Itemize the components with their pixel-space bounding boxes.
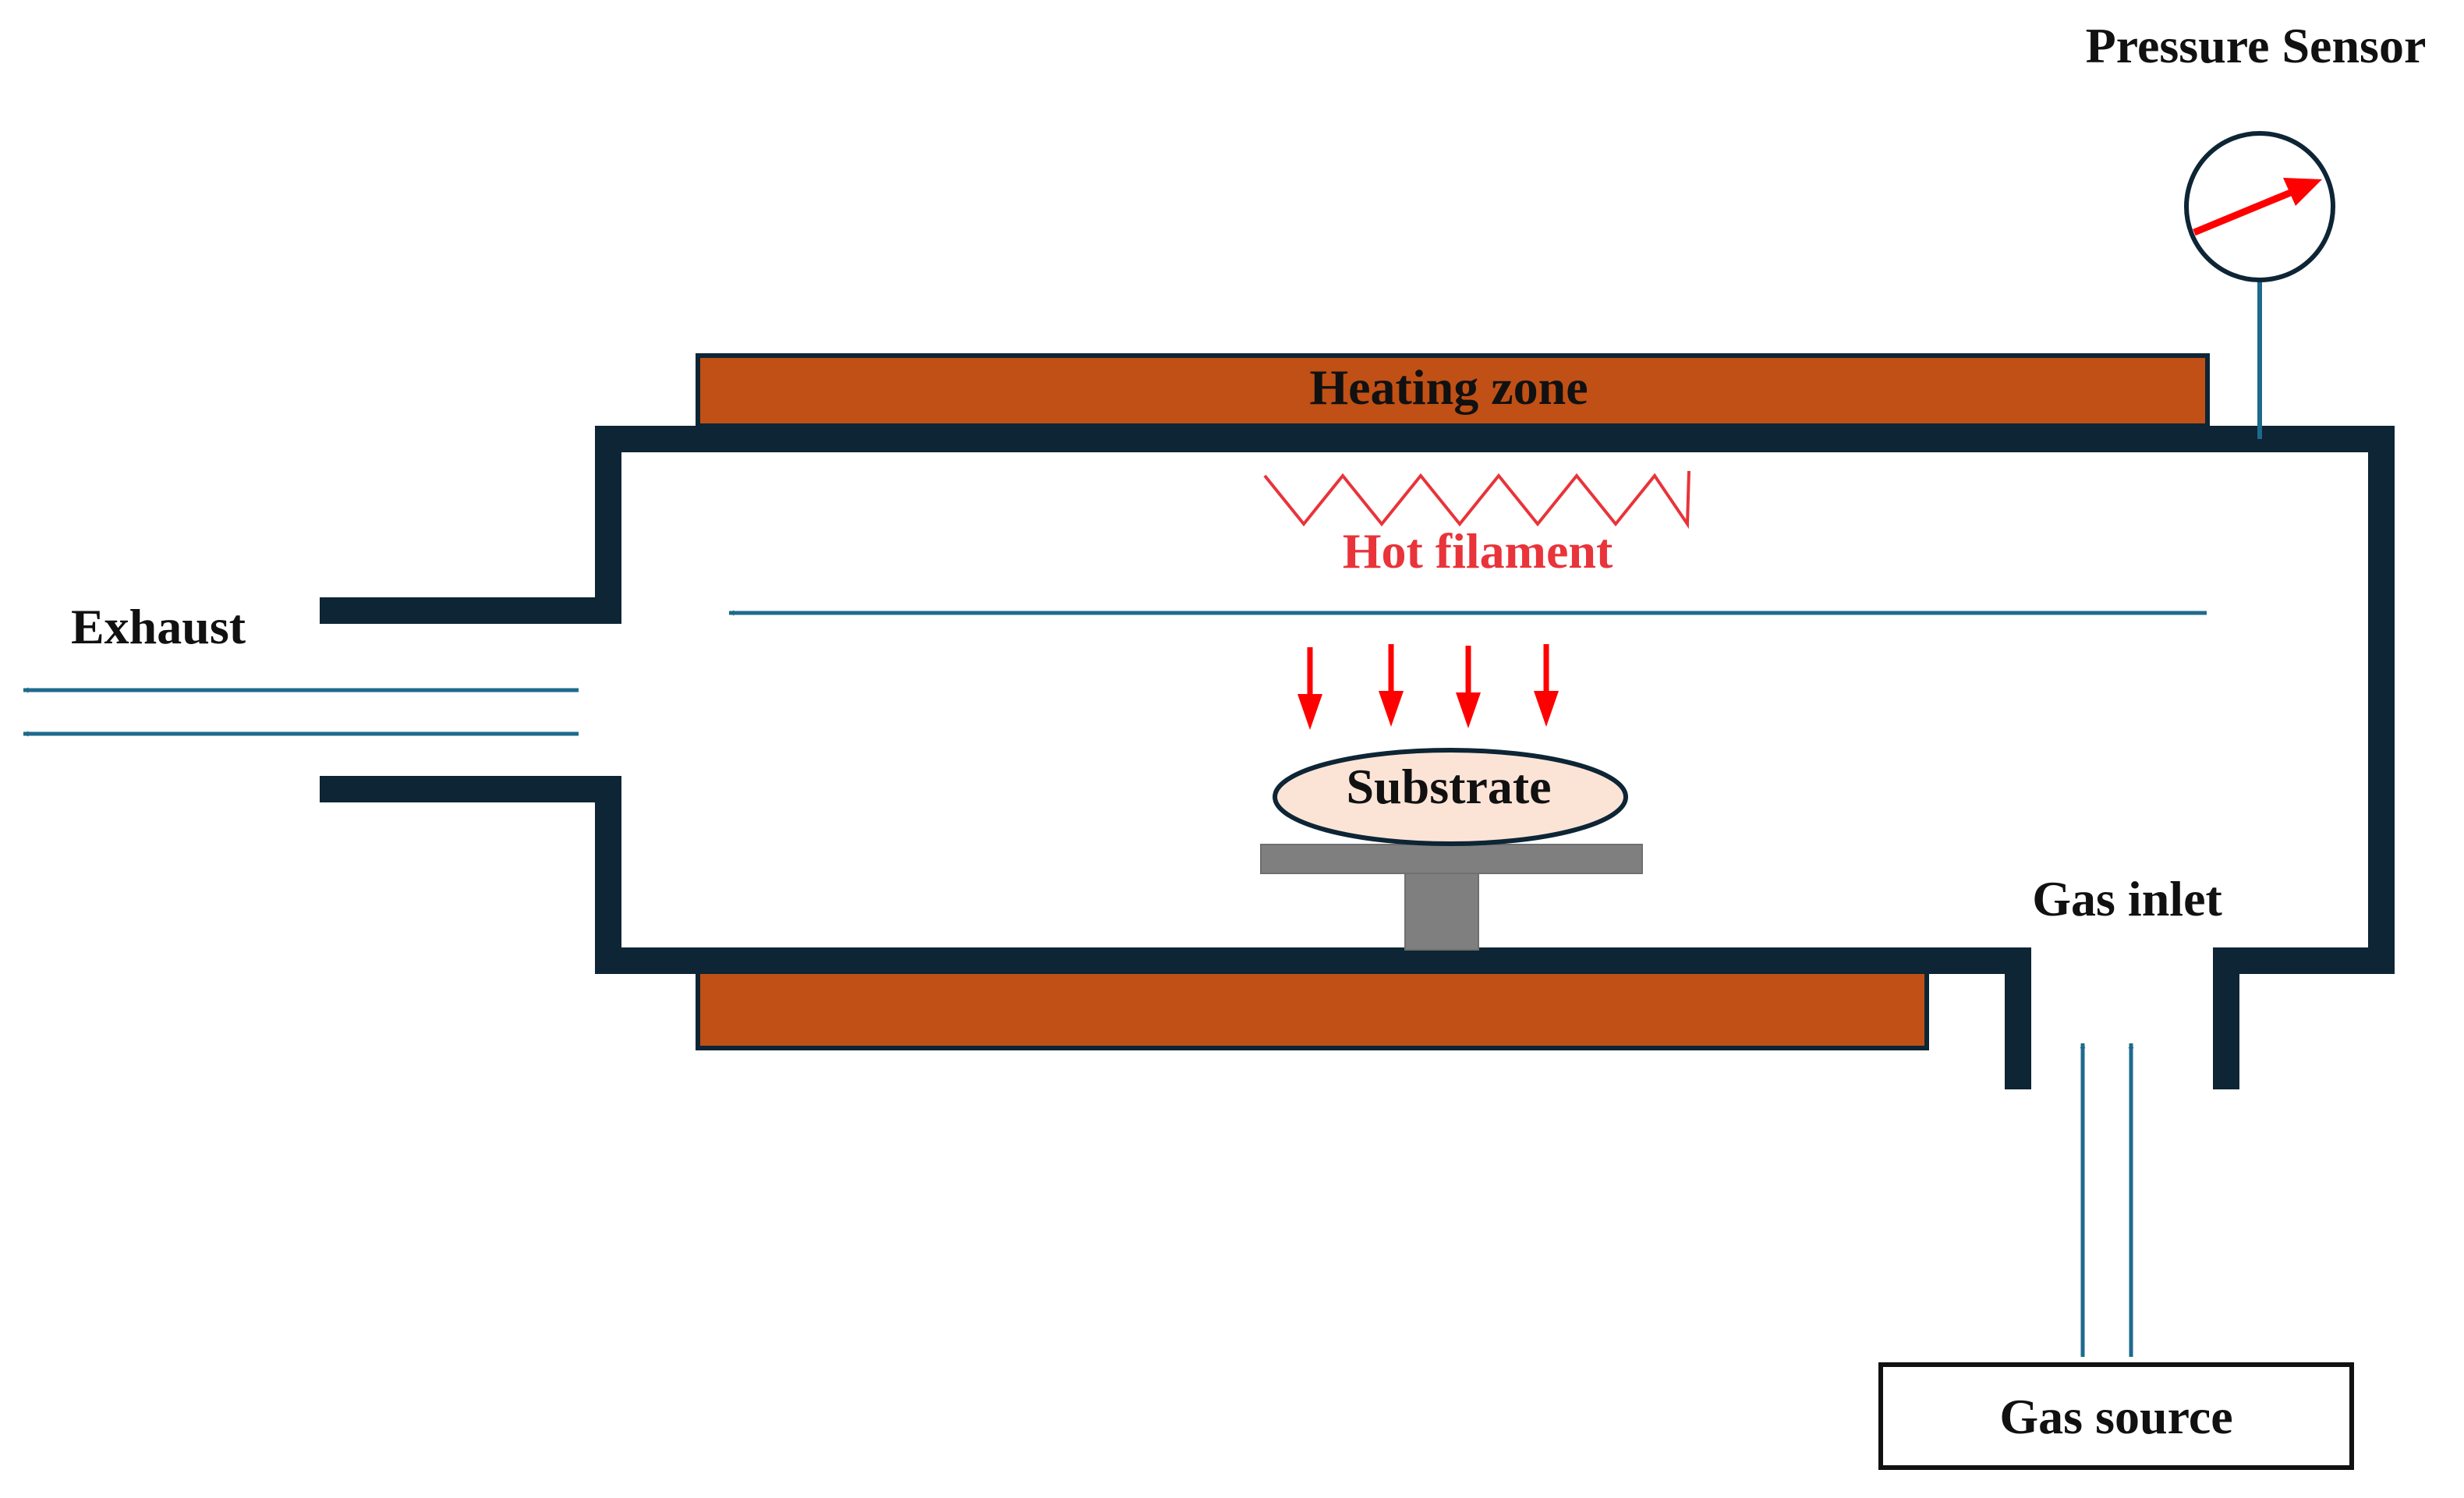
heater-top (696, 353, 2210, 428)
heat-arrow (1456, 646, 1481, 728)
pressure-gauge-icon (2184, 131, 2335, 282)
pressure-sensor-label: Pressure Sensor (2086, 18, 2427, 73)
exhaust-label: Exhaust (71, 599, 246, 654)
zigzag-filament-icon (1263, 470, 1690, 529)
holder-plate (1260, 844, 1643, 874)
gas-inlet-label: Gas inlet (2032, 871, 2222, 926)
substrate (1273, 748, 1628, 846)
hot-filament-label: Hot filament (1343, 523, 1613, 579)
heat-arrow (1379, 644, 1404, 727)
gas-source-box (1878, 1362, 2354, 1470)
heat-arrows (1297, 644, 1559, 730)
heater-bottom (696, 965, 1929, 1050)
heat-arrow (1534, 644, 1559, 727)
holder-post (1404, 865, 1479, 951)
chamber-wall (320, 426, 2395, 1089)
gas-source-label: Gas source (1999, 1389, 2232, 1444)
heating-zone-label: Heating zone (1309, 359, 1588, 415)
heat-arrow (1297, 647, 1322, 730)
substrate-label: Substrate (1346, 759, 1551, 814)
